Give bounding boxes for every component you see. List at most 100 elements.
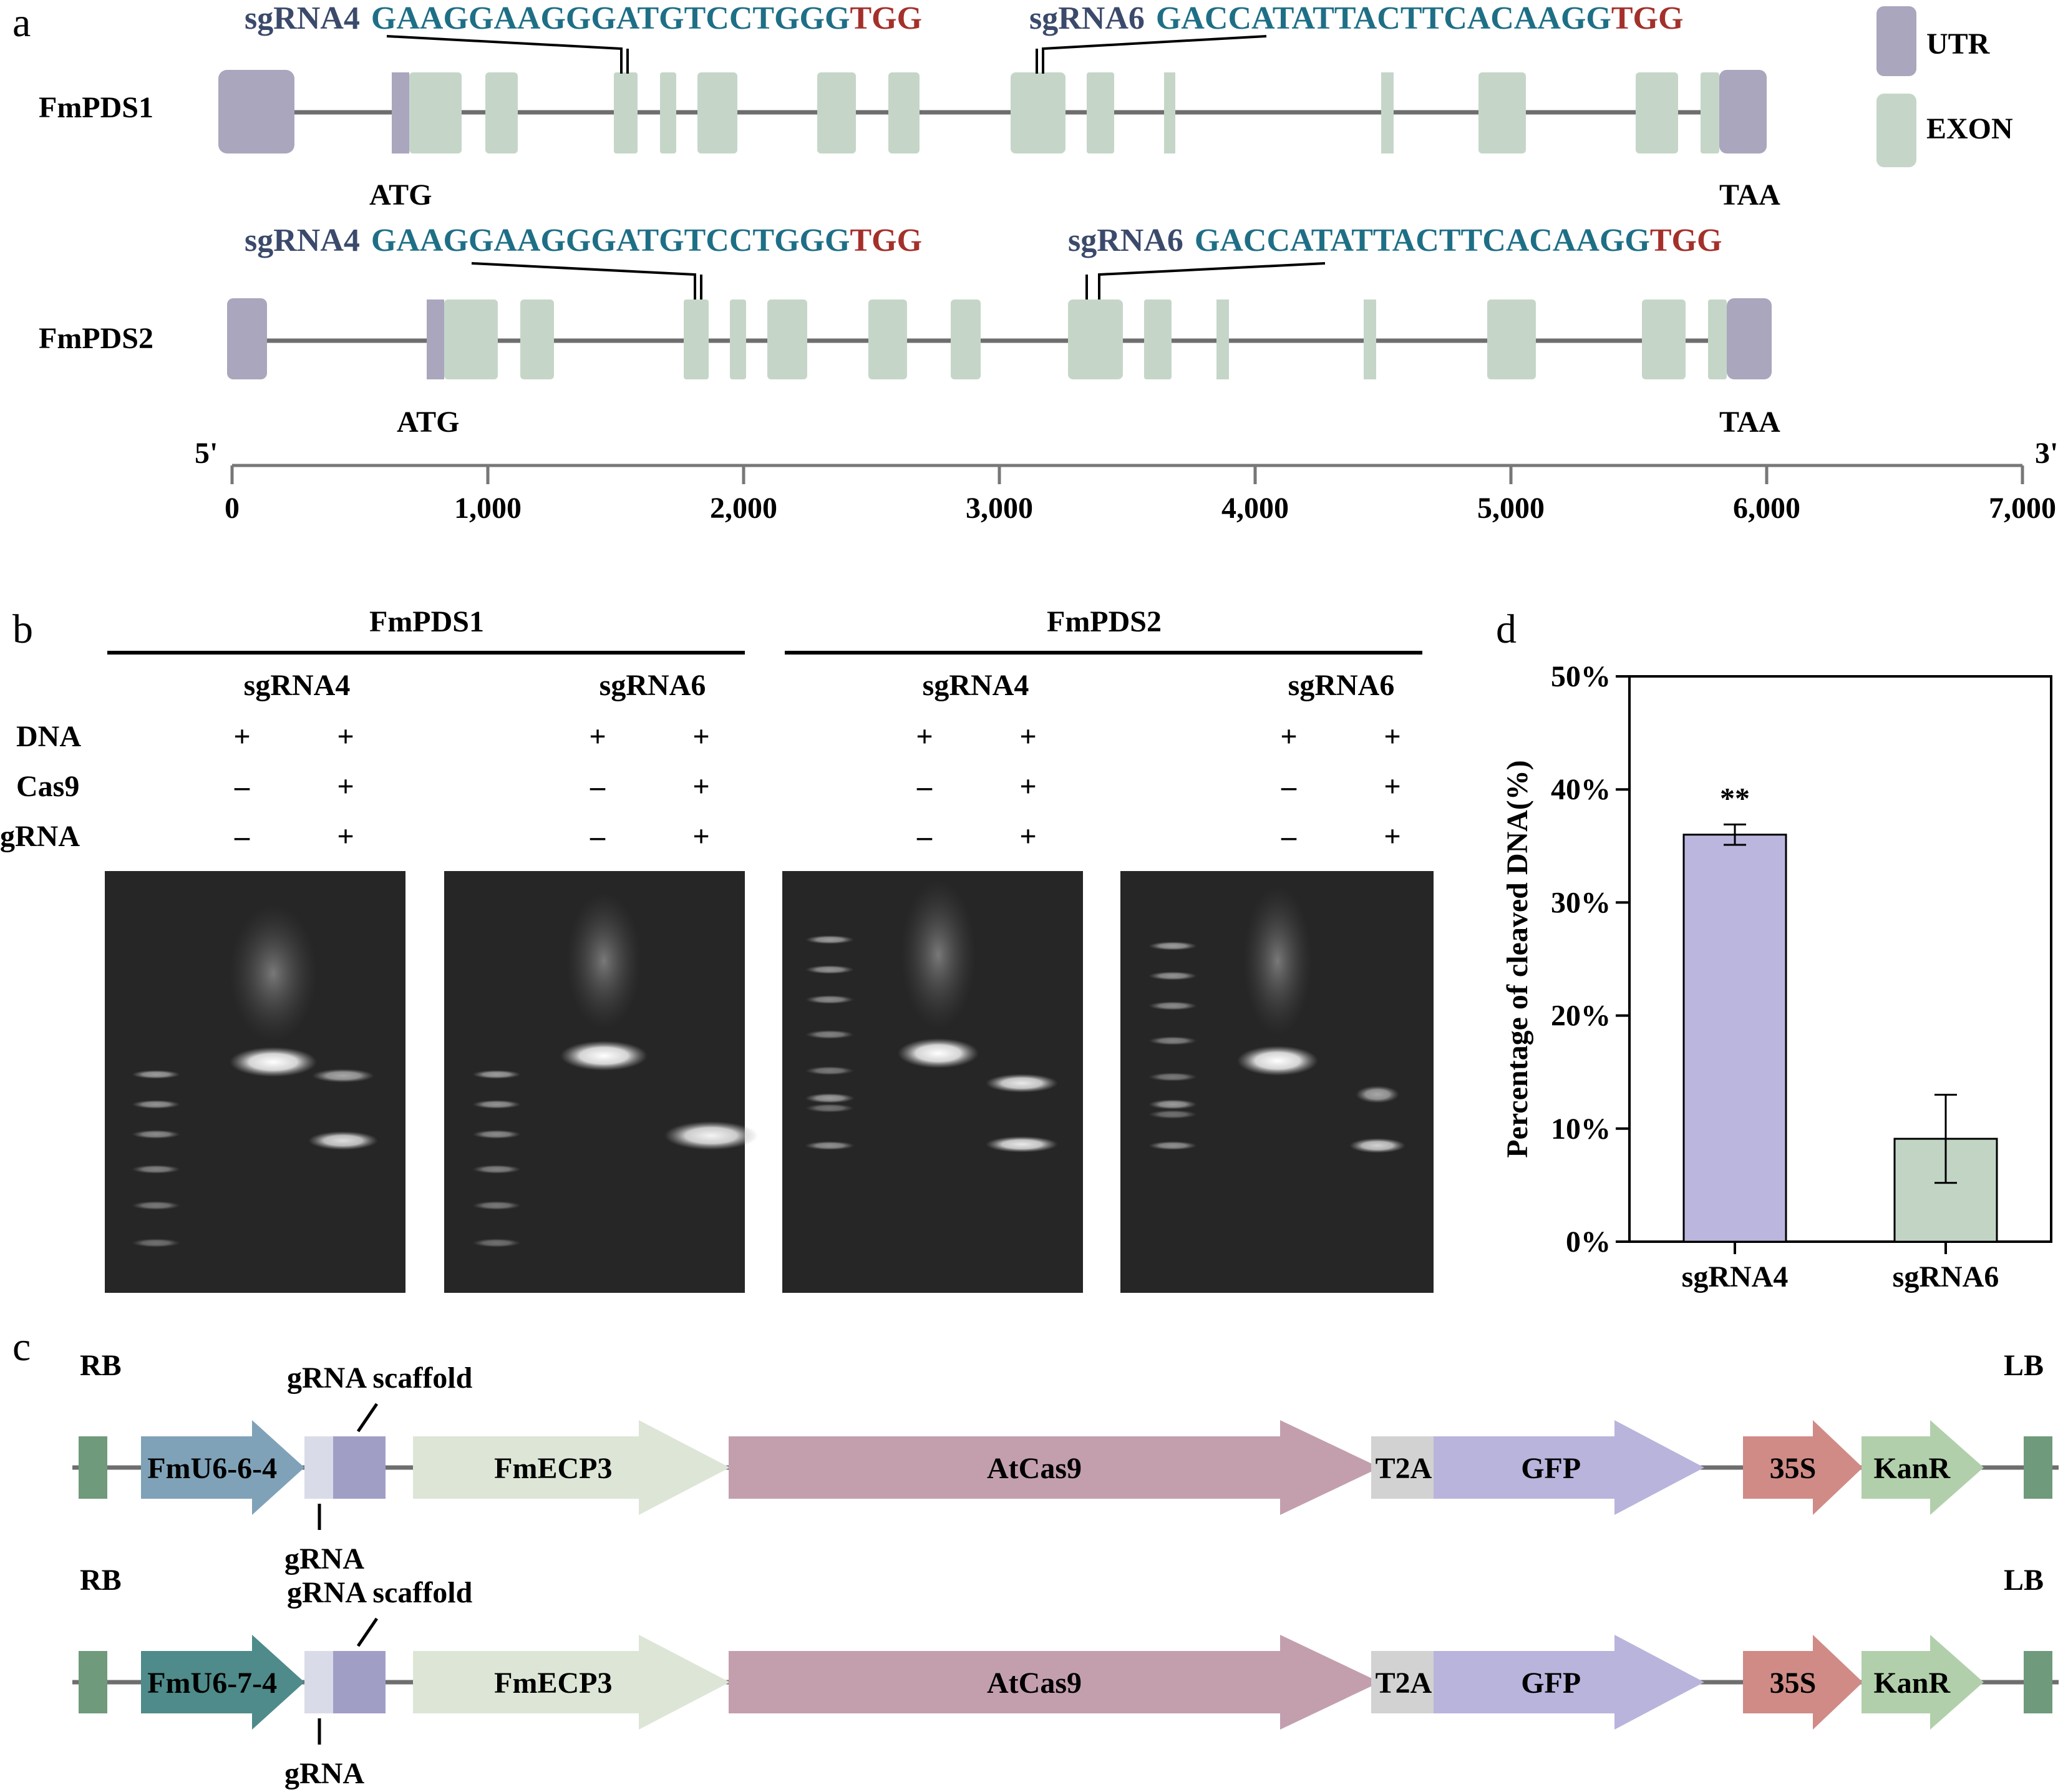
exon-block (1087, 72, 1114, 153)
gel-band (1148, 1073, 1197, 1081)
cas9-arrow (729, 1420, 1380, 1515)
guide-header: sgRNA4 (244, 669, 351, 702)
sgrna6-label: sgRNA6 GACCATATTACTTCACAAGGTGG (1029, 1, 1683, 36)
promoter-35s-arrow-label: 35S (1770, 1667, 1817, 1700)
gel-band (1148, 1141, 1197, 1150)
lane-mark-cas9: + (1019, 770, 1036, 803)
chart-y-tick-label: 50% (1551, 660, 1611, 693)
panel-d-letter: d (1496, 606, 1517, 652)
panel-b: b FmPDS1 FmPDS2 sgRNA4 sgRNA6 sgRNA4 sgR… (0, 605, 1434, 1293)
sgrna6-label: sgRNA6 GACCATATTACTTCACAAGGTGG (1068, 223, 1722, 258)
gene-name: FmPDS1 (39, 91, 153, 124)
gel-band (472, 1239, 521, 1247)
exon-block (817, 72, 856, 153)
promoter-arrow-label: FmU6-6-4 (147, 1452, 277, 1485)
row-label-grna: gRNA (0, 820, 80, 853)
lane-mark-grna: + (692, 820, 709, 853)
scale-tick-label: 1,000 (454, 492, 522, 525)
gel-band (472, 1100, 521, 1109)
gel-band (472, 1130, 521, 1139)
gel-band (132, 1130, 180, 1139)
grna-label: gRNA (284, 1757, 364, 1790)
promoter-arrow (141, 1420, 304, 1515)
exon-block (409, 72, 462, 153)
t2a-block (1371, 1436, 1435, 1499)
legend-utr-swatch (1876, 6, 1916, 76)
grna-block (304, 1651, 333, 1713)
gel-band (805, 1093, 855, 1103)
exon-block (520, 299, 554, 379)
exon-block (485, 72, 518, 153)
start-codon-label: ATG (369, 178, 432, 212)
gel-band (1148, 1110, 1197, 1119)
kanr-arrow (1862, 1420, 1984, 1515)
right-border-label: RB (80, 1564, 122, 1597)
gel-band (132, 1100, 180, 1109)
t2a-label: T2A (1376, 1452, 1432, 1485)
gene-model-fmpds2: FmPDS2 ATG TAA sgRNA4 GA (39, 223, 1780, 439)
sgrna4-pointer (386, 35, 623, 74)
exon-block (1144, 299, 1172, 379)
lane-mark-grna: – (590, 820, 606, 853)
gel-band (664, 1121, 758, 1150)
gel-band (560, 1041, 648, 1071)
scaffold-pointer (356, 1617, 379, 1647)
cas9-arrow-label: AtCas9 (987, 1667, 1082, 1700)
gel-band (132, 1201, 180, 1210)
exon-block (660, 72, 676, 153)
exon-block (951, 299, 981, 379)
gel-smear (901, 880, 976, 1030)
exon-block (697, 72, 737, 153)
grna-block (304, 1436, 333, 1499)
guide-header: sgRNA6 (599, 669, 706, 702)
gel-band (805, 995, 854, 1004)
panel-c-letter: c (12, 1324, 31, 1370)
gel-band (1148, 1036, 1197, 1045)
exon-block (868, 299, 907, 379)
utr-block (427, 299, 444, 379)
gel-band (1148, 971, 1197, 980)
gel-band (472, 1165, 521, 1174)
gel-band (805, 1141, 855, 1150)
gel-band (1148, 1099, 1197, 1109)
lane-mark-dna: + (692, 720, 709, 753)
ecp-arrow-label: FmECP3 (494, 1667, 612, 1700)
right-border-block (79, 1436, 107, 1499)
promoter-arrow (141, 1635, 304, 1730)
sgrna6-pointer (1098, 262, 1326, 299)
gel-band (986, 1074, 1058, 1093)
chart-y-tick-label: 40% (1551, 773, 1611, 806)
exon-block (1708, 299, 1727, 379)
lane-mark-grna: + (337, 820, 354, 853)
gel-band (1148, 942, 1197, 950)
scaffold-block (333, 1436, 386, 1499)
promoter-35s-arrow (1743, 1635, 1863, 1730)
chart-plot-frame (1628, 675, 2052, 1243)
scale-tick-label: 4,000 (1221, 492, 1289, 525)
guide-header: sgRNA4 (923, 669, 1029, 702)
gel-band (1148, 1001, 1197, 1010)
scale-tick-label: 3,000 (966, 492, 1033, 525)
exon-block (1636, 72, 1678, 153)
utr-block (227, 298, 267, 379)
utr-block (218, 70, 294, 153)
t2a-block (1371, 1651, 1435, 1713)
gene-header-fmpds2: FmPDS2 (1047, 605, 1162, 638)
chart-y-tick-label: 0% (1566, 1225, 1611, 1259)
lane-mark-cas9: + (692, 770, 709, 803)
gfp-arrow (1434, 1420, 1704, 1515)
exon-block (444, 299, 498, 379)
gel-smear (566, 892, 641, 1030)
exon-block (614, 72, 638, 153)
lane-mark-cas9: – (590, 770, 606, 803)
exon-block (1364, 299, 1376, 379)
chart-bar (1682, 834, 1787, 1243)
left-border-block (2024, 1651, 2052, 1713)
start-codon-label: ATG (397, 406, 459, 439)
left-border-label: LB (2004, 1564, 2044, 1597)
